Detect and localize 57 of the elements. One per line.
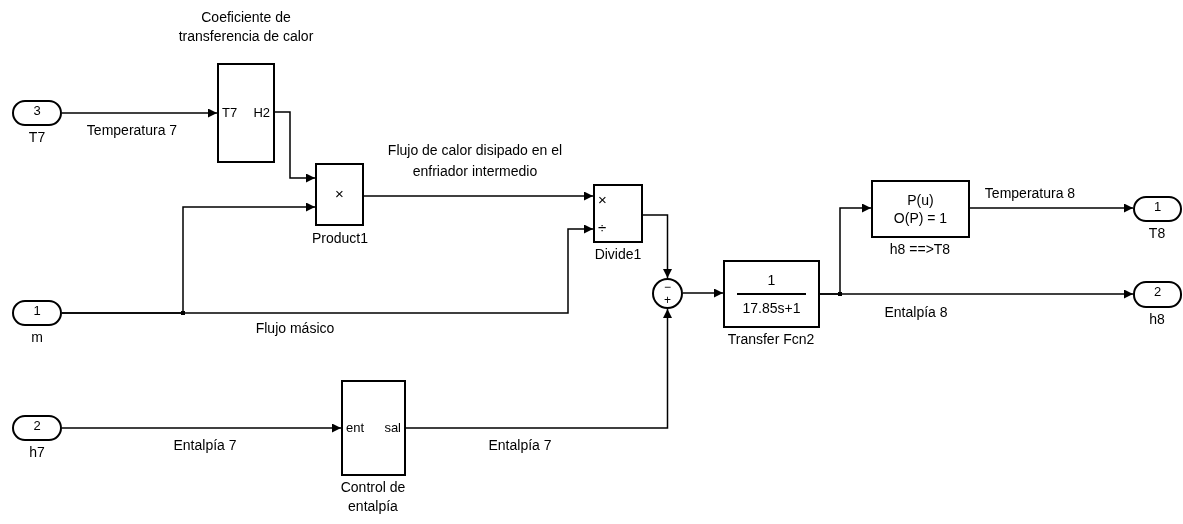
block-name: Divide1 — [593, 245, 643, 264]
edge-label: Flujo de calor disipado en el enfriador intermedio — [386, 141, 564, 181]
edge-label: Entalpía 8 — [883, 303, 949, 322]
block — [593, 184, 643, 243]
edge-label: Flujo másico — [254, 319, 336, 338]
block — [341, 380, 406, 476]
io-port — [12, 415, 62, 441]
edge-label: Entalpía 7 — [172, 436, 238, 455]
port-number: 2 — [1153, 285, 1162, 298]
port-label: H2 — [253, 104, 270, 123]
arrow — [61, 224, 594, 314]
sign: − — [664, 280, 671, 294]
block-name: T8 — [1147, 224, 1167, 243]
block-name: h8 ==>T8 — [888, 240, 952, 259]
operator-symbol: × — [335, 184, 344, 205]
arrow — [642, 214, 672, 279]
block-name: Coeficiente de transferencia de calor — [177, 8, 315, 46]
arrow — [682, 288, 724, 298]
sign: + — [664, 293, 671, 307]
operator-symbol: ÷ — [598, 219, 608, 235]
block — [871, 180, 970, 238]
edge-label: Temperatura 8 — [983, 184, 1077, 203]
block-name: h8 — [1148, 310, 1166, 329]
io-port — [12, 100, 62, 126]
function-text: O(P) = 1 — [893, 211, 948, 225]
arrow — [61, 423, 342, 433]
operator-symbol: × — [598, 192, 608, 208]
block — [217, 63, 275, 163]
edge-label: Entalpía 7 — [487, 436, 553, 455]
io-port — [1133, 196, 1182, 222]
port-number: 1 — [33, 304, 41, 317]
block-name: Control de entalpía — [339, 478, 407, 516]
port-label: T7 — [222, 104, 238, 123]
port-number: 3 — [33, 104, 41, 117]
block — [723, 260, 820, 328]
port-number: 1 — [1153, 200, 1162, 213]
block — [315, 163, 364, 226]
port-label: ent — [346, 419, 365, 438]
io-port — [1133, 281, 1182, 308]
block-name: m — [30, 328, 44, 347]
denominator: 17.85s+1 — [742, 301, 801, 315]
block-name: T7 — [27, 128, 47, 147]
arrow — [274, 111, 316, 183]
io-port — [12, 300, 62, 326]
port-label: sal — [384, 419, 401, 438]
block-name: h7 — [28, 443, 46, 462]
arrow — [61, 108, 218, 118]
function-text: P(u) — [907, 193, 934, 207]
port-number: 2 — [33, 419, 41, 432]
arrow — [405, 308, 672, 429]
numerator: 1 — [767, 273, 776, 287]
arrow — [819, 289, 1134, 299]
block-name: Product1 — [310, 229, 369, 248]
edge-label: Temperatura 7 — [85, 121, 179, 140]
block-name: Transfer Fcn2 — [726, 330, 816, 349]
arrow — [363, 191, 594, 201]
arrow — [969, 203, 1134, 213]
